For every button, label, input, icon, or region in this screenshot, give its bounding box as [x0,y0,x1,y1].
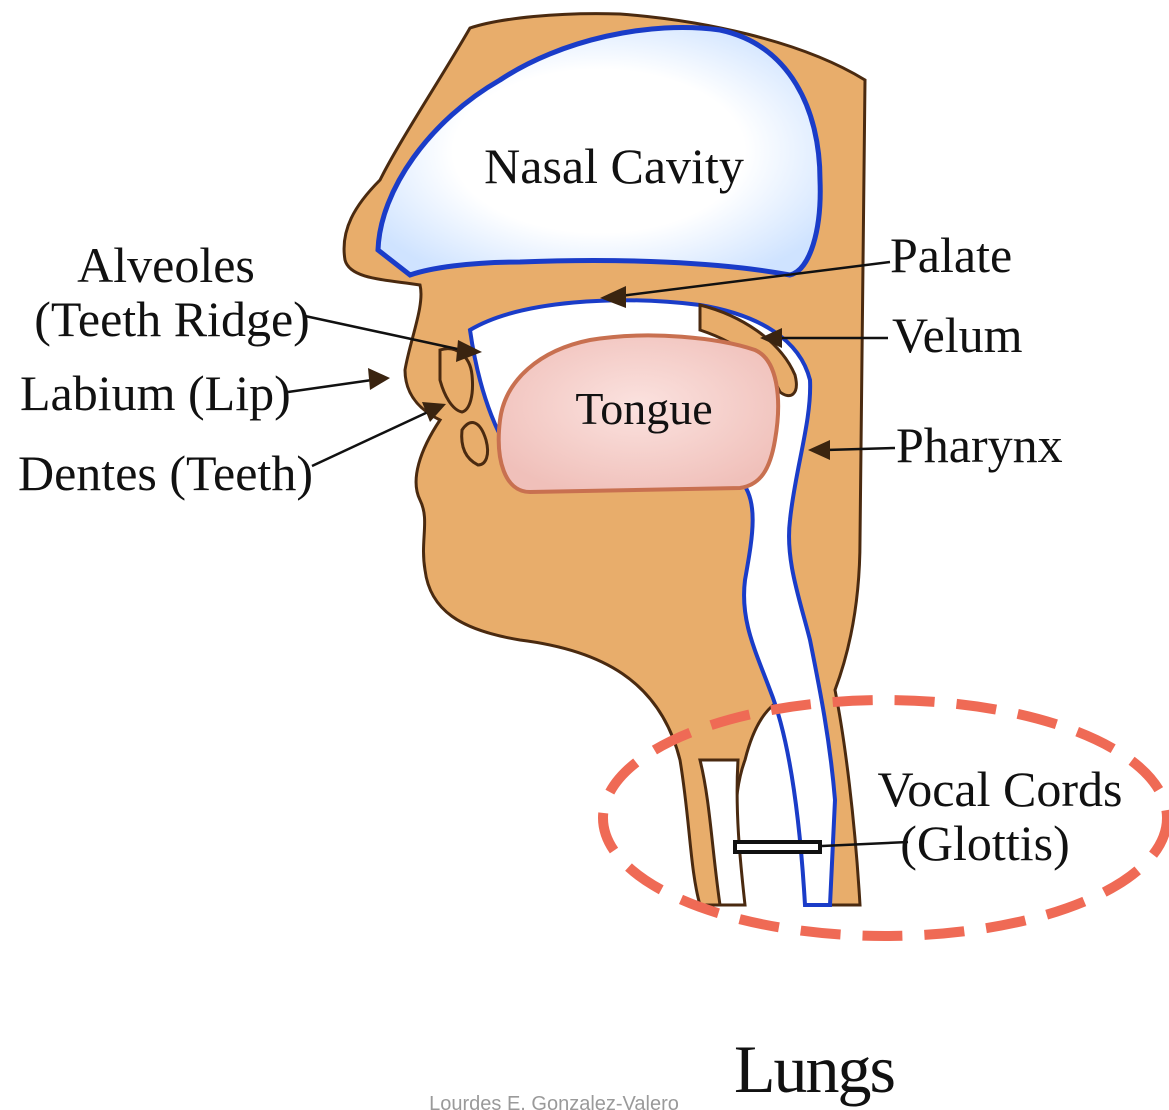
velum-label: Velum [892,307,1023,363]
pharynx-label: Pharynx [896,417,1063,473]
palate-label: Palate [890,227,1012,283]
tongue-label: Tongue [575,383,712,434]
author-credit: Lourdes E. Gonzalez-Valero [429,1093,679,1110]
alveoles-label-line1: Alveoles [77,237,255,293]
vocal-cords-label-line1: Vocal Cords [878,761,1123,817]
labium-label: Labium (Lip) [20,365,291,421]
nasal-cavity-label: Nasal Cavity [484,138,744,194]
dentes-label: Dentes (Teeth) [18,445,313,501]
vocal-cords-label-line2: (Glottis) [900,815,1069,871]
vocal-cords [735,842,820,852]
alveoles-label-line2: (Teeth Ridge) [34,291,310,347]
labium-leader [288,380,372,392]
dentes-leader [312,412,428,466]
lungs-label: Lungs [734,1031,894,1107]
labium-arrowhead [368,368,390,390]
